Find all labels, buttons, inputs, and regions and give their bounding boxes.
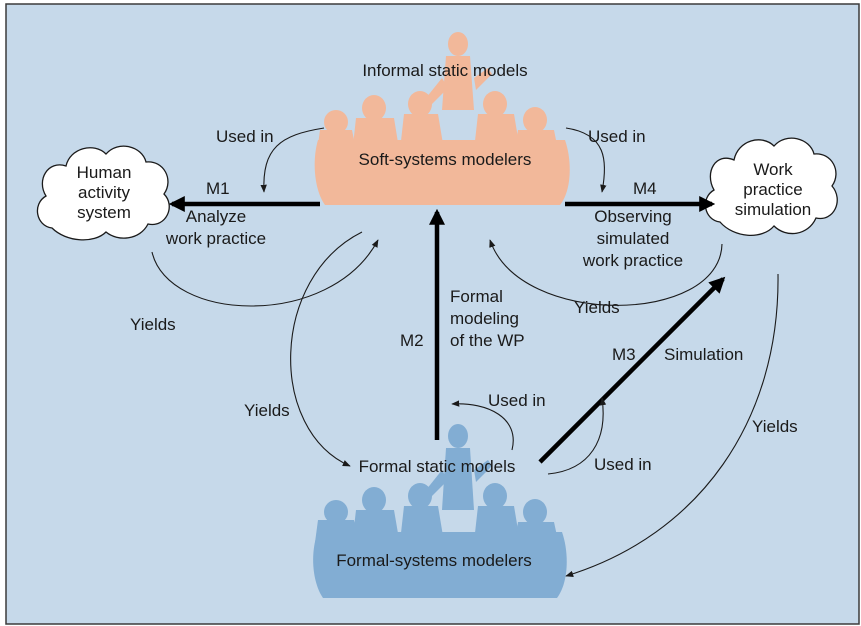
yields-right-upper-curve [489, 239, 723, 306]
used-in-right-label: Used in [588, 127, 646, 146]
m4-text-line-1: Observing [594, 207, 671, 226]
informal-static-models-label: Informal static models [362, 61, 527, 80]
m3-text-line-1: Simulation [664, 345, 743, 364]
m2-text-line-2: modeling [450, 309, 519, 328]
m2-id-label: M2 [400, 331, 424, 350]
used-in-right-curve [565, 127, 607, 193]
m2-text-line-3: of the WP [450, 331, 525, 350]
cloud-right-line-1: Work [753, 160, 793, 179]
cloud-left-line-1: Human [77, 163, 132, 182]
cloud-right-line-2: practice [743, 180, 803, 199]
m3-arrow [538, 276, 726, 464]
used-in-left-label: Used in [216, 127, 274, 146]
used-in-m2-curve [451, 400, 514, 451]
used-in-m3-label: Used in [594, 455, 652, 474]
yields-middle-curve [290, 231, 363, 467]
human-activity-system-cloud: Human activity system [36, 145, 170, 241]
soft-systems-modelers-group: Informal static models Soft-systems mode… [314, 32, 570, 205]
used-in-m2-label: Used in [488, 391, 546, 410]
m3-id-label: M3 [612, 345, 636, 364]
formal-static-models-label: Formal static models [359, 457, 516, 476]
yields-right-upper-label: Yields [574, 298, 620, 317]
work-practice-simulation-cloud: Work practice simulation [704, 137, 838, 237]
used-in-left-curve [260, 127, 325, 193]
cloud-left-line-3: system [77, 203, 131, 222]
yields-right-lower-label: Yields [752, 417, 798, 436]
yields-left-curve [151, 239, 379, 307]
m2-text-line-1: Formal [450, 287, 503, 306]
formal-systems-modelers-label: Formal-systems modelers [336, 551, 532, 570]
m1-text-line-2: work practice [165, 229, 266, 248]
yields-middle-label: Yields [244, 401, 290, 420]
yields-right-lower-curve [565, 273, 779, 577]
yields-left-label: Yields [130, 315, 176, 334]
formal-systems-modelers-group: Formal static models Formal-systems mode… [313, 424, 567, 598]
m1-id-label: M1 [206, 179, 230, 198]
m4-id-label: M4 [633, 179, 657, 198]
m4-text-line-2: simulated [597, 229, 670, 248]
soft-systems-modelers-label: Soft-systems modelers [359, 150, 532, 169]
cloud-right-line-3: simulation [735, 200, 812, 219]
cloud-left-line-2: activity [78, 183, 130, 202]
m4-text-line-3: work practice [582, 251, 683, 270]
m1-text-line-1: Analyze [186, 207, 246, 226]
used-in-m3-curve [547, 397, 607, 475]
